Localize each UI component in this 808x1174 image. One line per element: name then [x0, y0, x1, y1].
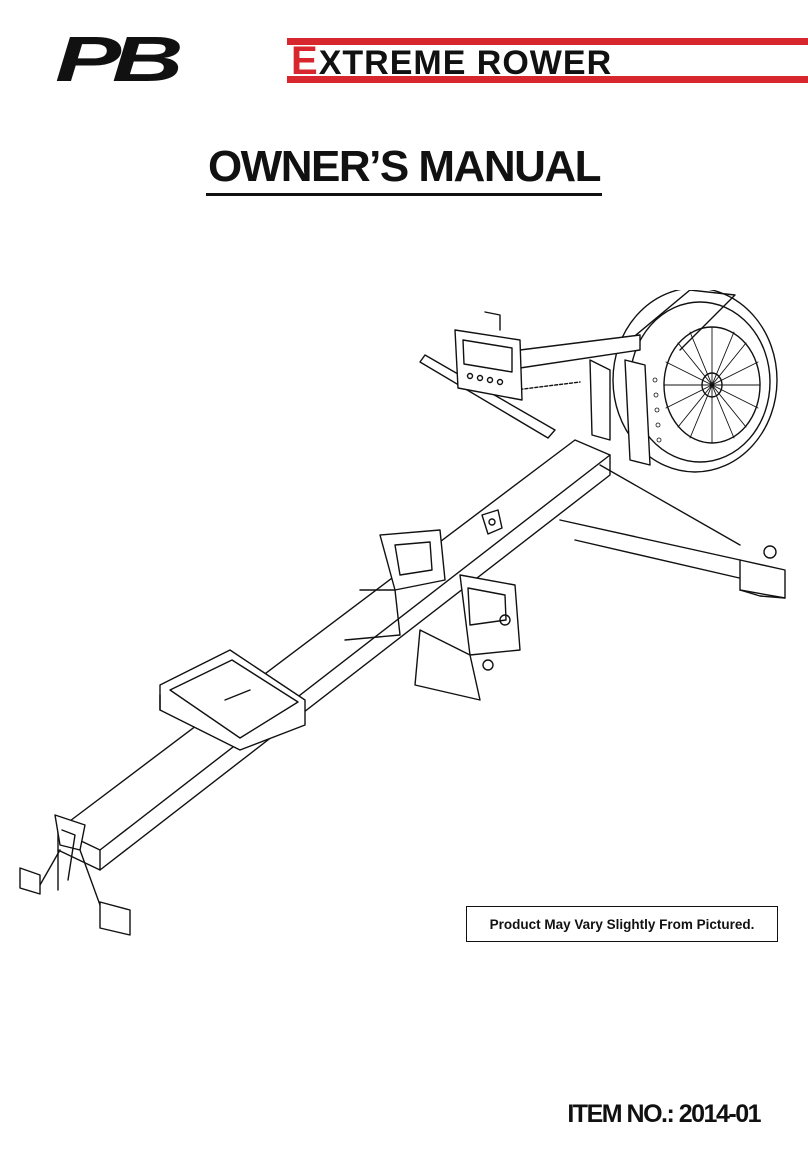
item-number: ITEM NO.: 2014-01	[567, 1100, 762, 1129]
monitor-arm	[419, 311, 641, 441]
rail-knob	[481, 509, 503, 535]
disclaimer-box: Product May Vary Slightly From Pictured.	[466, 906, 778, 942]
brand-logo: PB EXTREME ROWER	[55, 23, 808, 95]
product-name-rest: XTREME ROWER	[318, 44, 613, 82]
rear-stand	[19, 814, 131, 936]
product-name-initial: E	[291, 39, 319, 83]
logo-red-bar-top	[287, 38, 808, 45]
pb-logo-mark: PB	[55, 23, 183, 95]
footrest-left	[344, 529, 446, 641]
fan-flywheel-icon	[663, 326, 761, 444]
seat	[159, 649, 306, 751]
item-number-value: 2014-01	[678, 1100, 762, 1128]
item-number-label: ITEM NO.:	[567, 1100, 674, 1128]
rowing-machine-illustration	[19, 290, 786, 936]
logo-red-bar-bottom	[287, 76, 808, 83]
front-stabilizer	[559, 464, 786, 599]
flywheel	[612, 290, 778, 473]
page-title-text: OWNER’S MANUAL	[205, 142, 603, 196]
page-title: OWNER’S MANUAL	[0, 142, 808, 196]
main-rail	[57, 439, 611, 871]
monitor-icon	[454, 311, 523, 401]
product-name: EXTREME ROWER	[291, 38, 612, 86]
footrest-right	[414, 574, 521, 701]
disclaimer-text: Product May Vary Slightly From Pictured.	[489, 916, 755, 932]
damper-dial	[652, 377, 662, 443]
